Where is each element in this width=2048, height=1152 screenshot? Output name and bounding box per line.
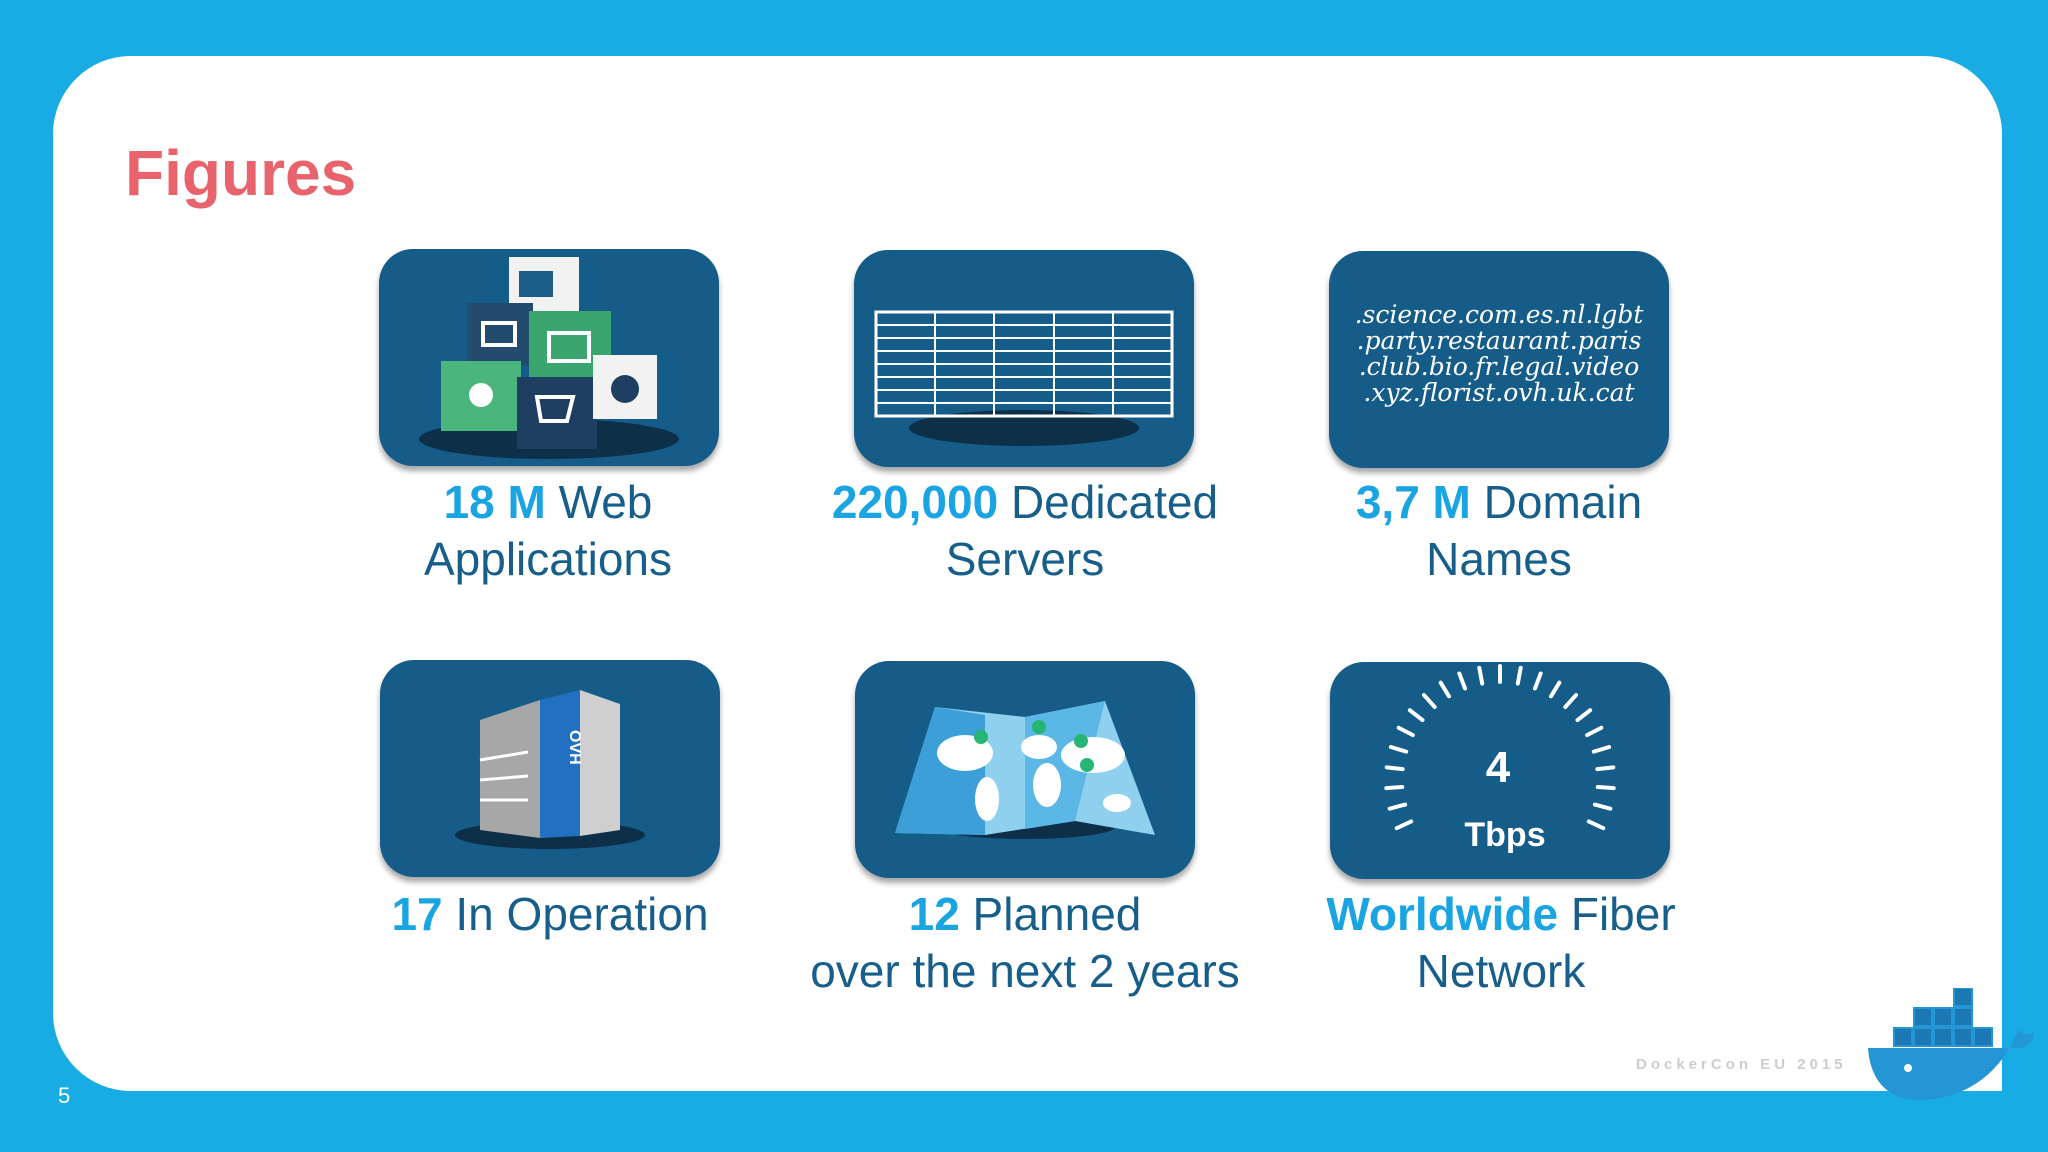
- servers-caption: 220,000 Dedicated Servers: [765, 474, 1285, 588]
- footer-text: DockerCon EU 2015: [1636, 1056, 1847, 1073]
- gauge-tick: [1532, 671, 1543, 691]
- tld-line: .science.com.es.nl.lgbt: [1355, 300, 1645, 329]
- tld-line: .xyz.florist.ovh.uk.cat: [1363, 378, 1635, 407]
- figure-label-line2: over the next 2 years: [810, 945, 1240, 997]
- building-label: OVH: [566, 730, 583, 765]
- planned-tile: [855, 661, 1195, 878]
- web-apps-caption: 18 M Web Applications: [288, 474, 808, 588]
- speedometer-icon: 4 Tbps: [1384, 664, 1616, 854]
- network-tile: 4 Tbps: [1330, 662, 1670, 879]
- gauge-tick: [1387, 802, 1408, 811]
- figure-label: Web: [545, 476, 653, 528]
- figure-label-line2: Applications: [423, 533, 673, 585]
- gauge-tick: [1549, 680, 1562, 699]
- gauge-tick: [1438, 680, 1451, 699]
- gauge-tick: [1407, 708, 1425, 723]
- gauge-tick: [1384, 765, 1405, 772]
- gauge-tick: [1477, 665, 1485, 686]
- gauge-tick: [1595, 784, 1616, 791]
- tld-line: .party.restaurant.paris: [1357, 326, 1642, 355]
- web-apps-tile: [379, 249, 719, 466]
- datacenters-caption: 17 In Operation: [290, 886, 810, 943]
- gauge-tick: [1388, 745, 1409, 754]
- gauge-tick: [1396, 725, 1415, 738]
- planned-caption: 12 Planned over the next 2 years: [765, 886, 1285, 1000]
- gauge-tick: [1515, 665, 1523, 686]
- slide-card: [53, 56, 2002, 1091]
- datacenter-building-icon: OVH: [455, 690, 645, 849]
- gauge-tick: [1457, 671, 1468, 691]
- gauge-tick: [1595, 765, 1616, 772]
- figure-label-line2: Network: [1416, 945, 1586, 997]
- cubes-icon: [419, 257, 679, 459]
- docker-whale-icon: [1868, 988, 2034, 1100]
- network-caption: Worldwide Fiber Network: [1241, 886, 1761, 1000]
- figure-value: 17: [391, 888, 443, 940]
- gauge-tick: [1591, 745, 1612, 754]
- servers-tile: [854, 250, 1194, 467]
- tld-line: .club.bio.fr.legal.video: [1359, 352, 1640, 381]
- gauge-tick: [1575, 708, 1593, 723]
- figure-label: In Operation: [442, 888, 709, 940]
- figure-value: 18 M: [443, 476, 546, 528]
- figure-label: Dedicated: [998, 476, 1219, 528]
- gauge-value: 4: [1486, 743, 1511, 792]
- figure-label-line2: Servers: [945, 533, 1105, 585]
- gauge-tick: [1384, 784, 1405, 791]
- datacenters-tile: OVH: [380, 660, 720, 877]
- figure-label-line2: Names: [1426, 533, 1572, 585]
- gauge-tick: [1592, 802, 1613, 811]
- figure-label: Fiber: [1558, 888, 1676, 940]
- figure-value: 220,000: [831, 476, 999, 528]
- figure-value: Worldwide: [1326, 888, 1559, 940]
- gauge-unit: Tbps: [1464, 816, 1545, 854]
- figure-label: Planned: [959, 888, 1142, 940]
- domains-tile: .science.com.es.nl.lgbt .party.restauran…: [1329, 251, 1669, 468]
- world-map-icon: [895, 701, 1155, 839]
- domains-caption: 3,7 M Domain Names: [1239, 474, 1759, 588]
- page-number: 5: [58, 1083, 71, 1108]
- slide-title: Figures: [125, 137, 357, 209]
- gauge-tick: [1394, 819, 1414, 831]
- figure-label: Domain: [1470, 476, 1643, 528]
- domain-cloud-icon: .science.com.es.nl.lgbt .party.restauran…: [1355, 300, 1645, 407]
- gauge-tick: [1563, 693, 1579, 709]
- gauge-tick: [1585, 725, 1604, 738]
- figure-value: 3,7 M: [1355, 476, 1471, 528]
- gauge-tick: [1586, 819, 1606, 831]
- figure-value: 12: [908, 888, 960, 940]
- server-rack-icon: [874, 310, 1174, 446]
- gauge-tick: [1421, 693, 1437, 709]
